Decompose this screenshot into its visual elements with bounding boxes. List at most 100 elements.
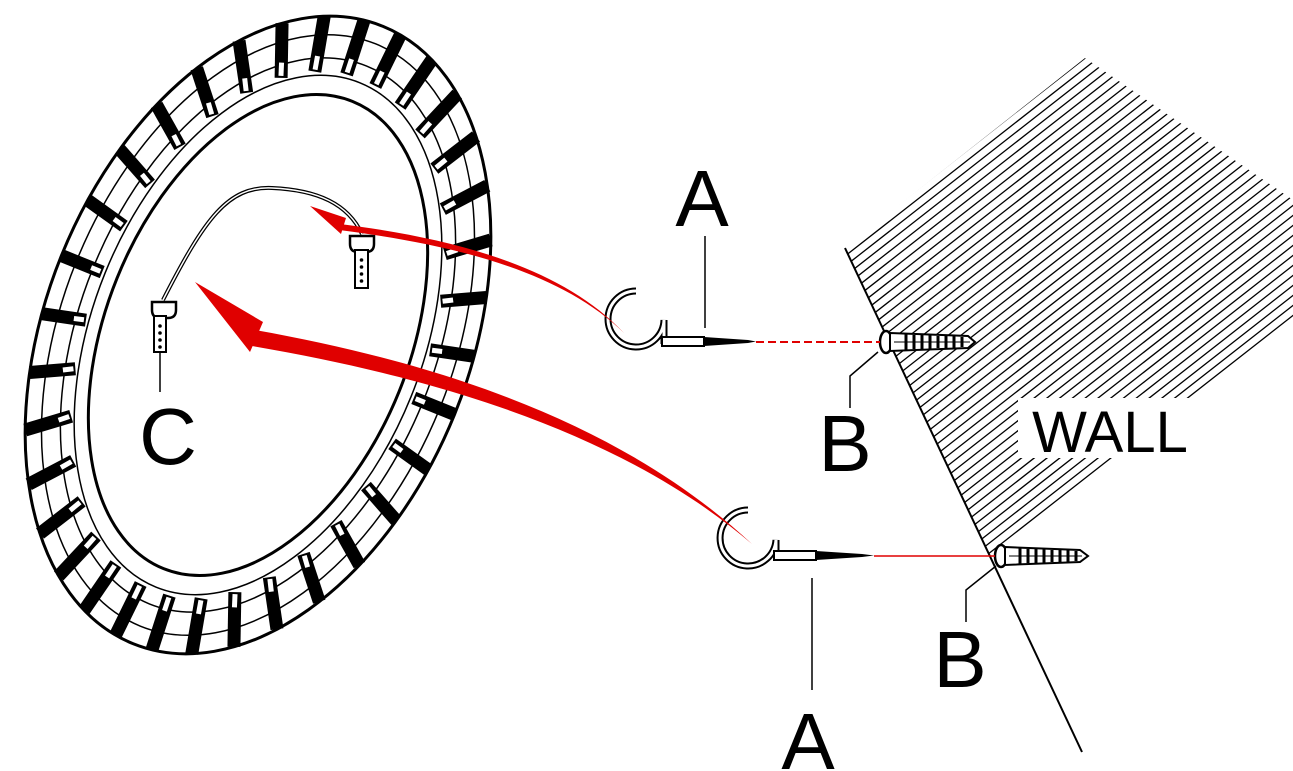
wall-hatch-line: [845, 58, 1293, 261]
wall-hatch-line: [845, 59, 1293, 421]
wall-hatch-line: [845, 69, 1293, 431]
hanger-label: C: [139, 392, 197, 481]
rope-clip: [365, 485, 376, 498]
wall-hatch-line: [845, 58, 1293, 191]
rope-clip: [104, 564, 117, 579]
wall-label: WALL: [1032, 400, 1188, 465]
hook-label-upper: A: [675, 154, 729, 243]
wall-hatch-line: [845, 58, 1293, 171]
wall-hatch-line: [845, 58, 1293, 361]
wall-hatch-line: [845, 58, 1293, 381]
wall-hatch-line: [845, 58, 1293, 281]
wall-hatch-line: [840, 0, 1293, 40]
rope-clip: [267, 578, 274, 592]
wall-hatch-line: [845, 58, 1293, 331]
arrow-upper-head: [310, 206, 346, 234]
wall-hatch-line: [840, 0, 1293, 50]
wall-plug-upper: [878, 329, 977, 355]
wall-hatch-line: [845, 58, 1293, 411]
rope-clip: [57, 414, 71, 423]
wall-hatch-line: [845, 58, 1293, 291]
rope-clip: [419, 121, 433, 135]
d-ring-hanger-right: [348, 234, 376, 289]
wall: [840, 0, 1293, 753]
wall-hatch-line: [845, 58, 1293, 91]
rope-clip: [59, 459, 73, 470]
wall-hatch-line: [845, 58, 1293, 241]
rope-clip: [242, 78, 249, 92]
rope-clip: [414, 396, 426, 405]
wall-hatch-line: [845, 309, 1293, 671]
hanging-wire-inner: [162, 187, 363, 301]
wall-hatch-line: [845, 58, 1293, 151]
rope-clip: [196, 599, 204, 615]
d-ring-hanger-left: [150, 300, 178, 353]
arrow-lower-head: [195, 282, 263, 352]
wall-hatch-line: [845, 89, 1293, 451]
wall-hatch-line: [845, 58, 1293, 131]
wall-hatch-line: [845, 79, 1293, 441]
rope-clip: [140, 172, 151, 185]
rope-clip: [131, 584, 143, 600]
wall-hatch-line: [845, 58, 1293, 161]
wall-hatch-line: [845, 58, 1293, 201]
wall-hatch-line: [840, 0, 1293, 30]
wall-hatch-line: [840, 0, 1293, 20]
rope-clip: [312, 55, 320, 71]
rope-clip: [112, 216, 124, 228]
hook-label-lower: A: [781, 697, 835, 771]
wall-hatch-line: [845, 58, 1293, 371]
arrow-lower: [252, 330, 752, 544]
wall-hatch-line: [845, 179, 1293, 541]
rope-clip: [83, 535, 97, 549]
rope-clip: [344, 58, 354, 74]
wall-hatch-line: [845, 299, 1293, 661]
wall-hatch-line: [845, 209, 1293, 571]
rope-clip: [392, 442, 404, 454]
wall-hatch-line: [845, 189, 1293, 551]
wall-hatch-line: [845, 58, 1293, 141]
wall-hatch-line: [845, 58, 1293, 221]
wall-hatch-line: [845, 58, 1293, 301]
wall-hatch-line: [840, 0, 1293, 10]
wall-hatch-line: [845, 58, 1293, 311]
wall-hatch-line: [845, 58, 1293, 271]
rope-clip: [399, 91, 412, 106]
wall-hatch-line: [845, 58, 1293, 61]
wall-hatch-line: [845, 58, 1293, 351]
rope-clip: [301, 555, 311, 568]
rope-clip: [431, 347, 443, 354]
rope-clip: [373, 70, 385, 86]
screw-hook-lower: [716, 506, 874, 570]
rope-clip: [231, 594, 238, 608]
rope-clip: [73, 316, 85, 323]
wall-hatch-line: [845, 58, 1293, 341]
wall-label-backdrop: [1018, 398, 1204, 458]
rope-clip: [162, 596, 172, 612]
rope-clip: [442, 297, 454, 304]
screw-hook-upper: [604, 287, 756, 351]
rope-clip: [205, 102, 215, 115]
rope-clip: [90, 265, 102, 274]
wall-hatch-line: [845, 58, 1293, 81]
rope-clip: [434, 157, 448, 170]
wall-hatch-line: [845, 58, 1293, 321]
wall-hatch-line: [845, 58, 1293, 71]
rope-clip: [62, 366, 74, 373]
frame-rope-ring-back: [73, 74, 443, 596]
wall-hatch-line: [845, 58, 1293, 101]
rope-clip: [278, 62, 285, 76]
anchor-label-lower: B: [933, 615, 986, 704]
rope-clip: [443, 200, 457, 211]
rope-clip: [68, 500, 82, 513]
anchor-label-upper: B: [818, 399, 871, 488]
mirror-frame: [23, 14, 493, 656]
anchor-upper-leader: [849, 351, 879, 408]
wall-hatch-line: [845, 58, 1293, 231]
wall-plug-lower: [993, 543, 1090, 569]
anchor-lower-leader: [965, 565, 997, 622]
rope-clip: [171, 134, 182, 147]
rope-wraps: [23, 15, 493, 655]
rope-clip: [334, 523, 345, 536]
